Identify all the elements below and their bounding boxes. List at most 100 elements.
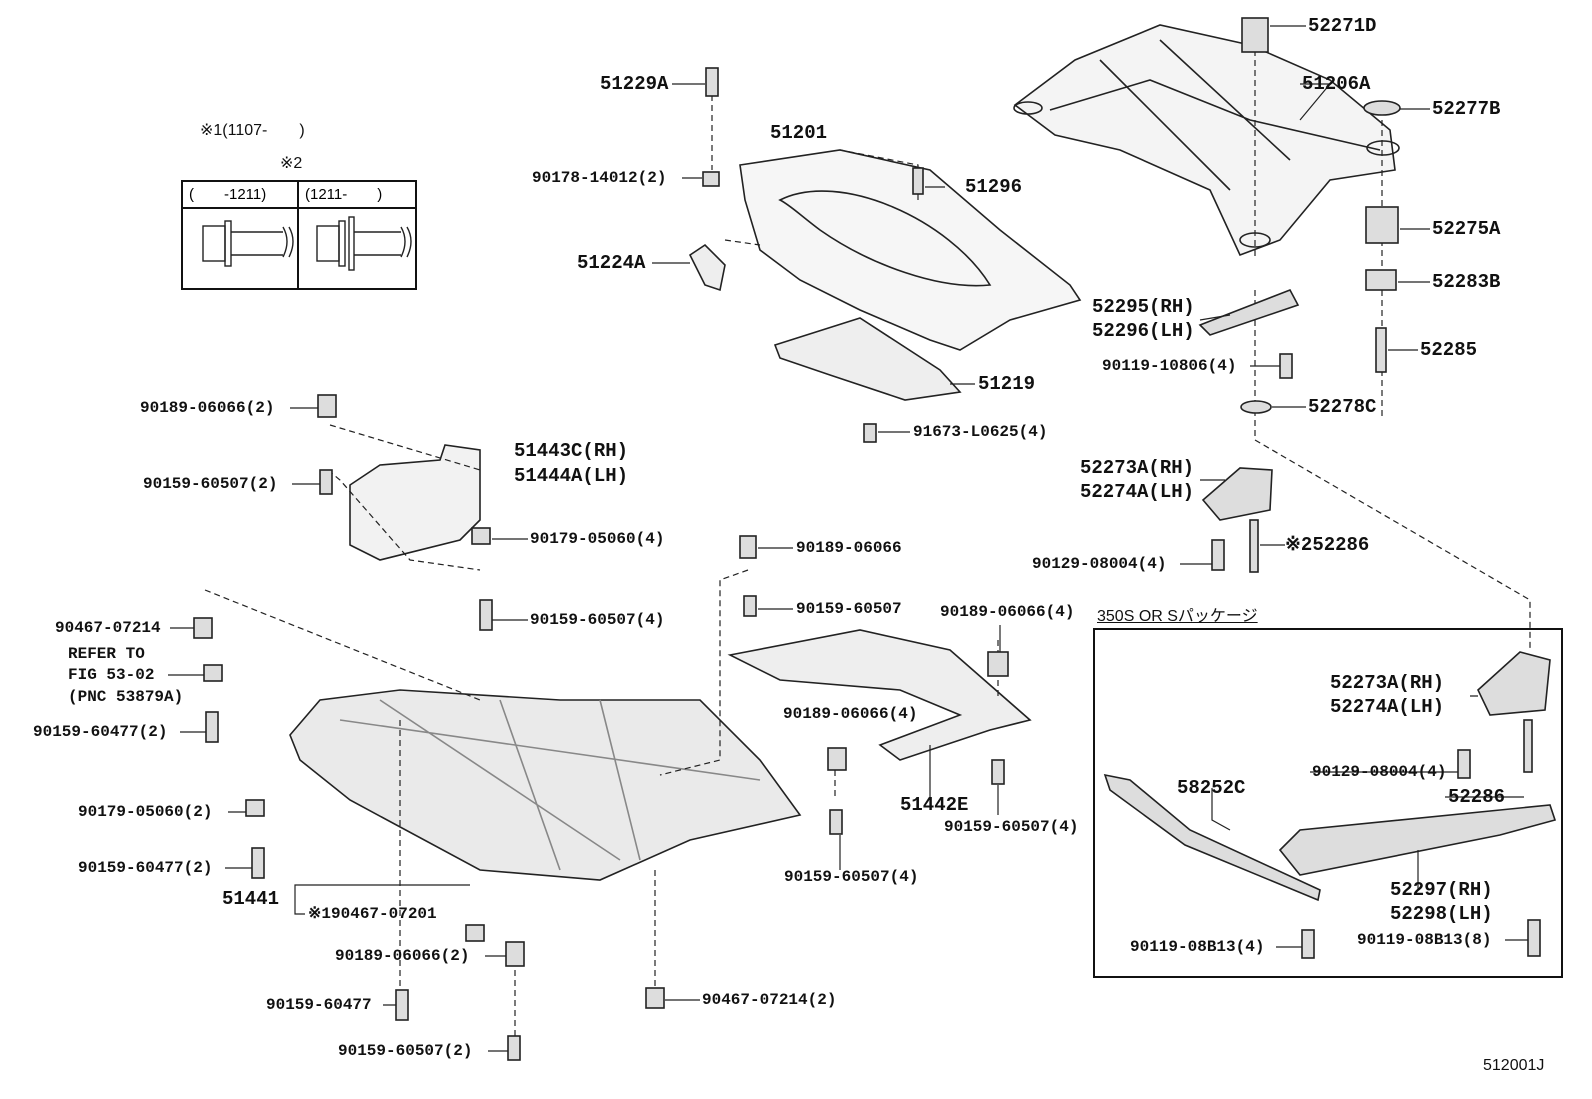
callout-51229A[interactable]: 51229A: [600, 73, 669, 95]
bolt-90119-10806: [1279, 353, 1293, 379]
bolt-90159i: [507, 1035, 521, 1061]
fig-note-2: ※2: [280, 155, 303, 172]
callout-90179-05060-a[interactable]: 90179-05060(4): [530, 530, 665, 548]
callout-90159-60477-a[interactable]: 90159-60477(2): [33, 723, 168, 741]
callout-90159-60507-c[interactable]: 90159-60507: [796, 600, 902, 618]
brace-58252C: [1103, 773, 1321, 902]
box-callout-52286[interactable]: 52286: [1448, 786, 1506, 808]
callout-90467-07201[interactable]: ※190467-07201: [308, 905, 437, 923]
callout-90189-06066-b[interactable]: 90189-06066: [796, 539, 902, 557]
callout-90189-06066-c[interactable]: 90189-06066(4): [940, 603, 1075, 621]
bolt-90159e: [991, 759, 1005, 785]
bolt-90159d: [205, 711, 219, 743]
callout-51442E[interactable]: 51442E: [900, 794, 969, 816]
box-callout-58252C[interactable]: 58252C: [1177, 777, 1246, 799]
callout-52285[interactable]: 52285: [1420, 339, 1478, 361]
box-callout-90119-08B13-b[interactable]: 90119-08B13(8): [1357, 931, 1492, 949]
refer-line-2[interactable]: FIG 53-02: [68, 666, 155, 684]
callout-51441[interactable]: 51441: [222, 888, 280, 910]
callout-52296[interactable]: 52296(LH): [1092, 320, 1195, 342]
bolt-90159f: [251, 847, 265, 879]
callout-90189-06066-e[interactable]: 90189-06066(2): [335, 947, 470, 965]
washer-52278C: [1240, 400, 1272, 414]
col-left-header: ( -1211): [183, 182, 299, 209]
stopper-52277B: [1363, 100, 1401, 116]
callout-52275A[interactable]: 52275A: [1432, 218, 1501, 240]
clip-90189b: [739, 535, 757, 559]
box-callout-52298[interactable]: 52298(LH): [1390, 903, 1493, 925]
bolt-90159h: [395, 989, 409, 1021]
undercover-51442E: [727, 629, 1032, 761]
callout-90179-05060-b[interactable]: 90179-05060(2): [78, 803, 213, 821]
box-callout-90119-08B13-a[interactable]: 90119-08B13(4): [1130, 938, 1265, 956]
callout-90159-60507-b[interactable]: 90159-60507(4): [530, 611, 665, 629]
callout-90467-07214-b[interactable]: 90467-07214(2): [702, 991, 837, 1009]
mount-box-52273A: [1477, 651, 1551, 716]
clip-90189d: [827, 747, 847, 771]
bolt-51296: [912, 167, 924, 195]
bracket-51224A: [688, 243, 726, 292]
box-callout-52297[interactable]: 52297(RH): [1390, 879, 1493, 901]
clip-90467b: [465, 924, 485, 942]
bolt-variant-table: ( -1211) (1211- ): [181, 180, 417, 290]
clip-90189c: [987, 651, 1009, 677]
diagram-id: 512001J: [1483, 1057, 1545, 1074]
callout-52283B[interactable]: 52283B: [1432, 271, 1501, 293]
callout-51224A[interactable]: 51224A: [577, 252, 646, 274]
bolt-90159b: [479, 599, 493, 631]
bolt-90159g: [829, 809, 843, 835]
callout-90159-60507-d[interactable]: 90159-60507(4): [944, 818, 1079, 836]
callout-52277B[interactable]: 52277B: [1432, 98, 1501, 120]
callout-90189-06066-a[interactable]: 90189-06066(2): [140, 399, 275, 417]
bolt-box-90129: [1457, 749, 1471, 779]
refer-line-1: REFER TO: [68, 645, 145, 663]
box-callout-52274A[interactable]: 52274A(LH): [1330, 696, 1445, 718]
callout-91673-L0625[interactable]: 91673-L0625(4): [913, 423, 1048, 441]
bolt-90129: [1211, 539, 1225, 571]
callout-90178-14012[interactable]: 90178-14012(2): [532, 169, 667, 187]
callout-52286[interactable]: ※252286: [1285, 534, 1370, 556]
callout-51201[interactable]: 51201: [770, 122, 828, 144]
bushing-52275A: [1365, 206, 1399, 244]
callout-90159-60477-b[interactable]: 90159-60477(2): [78, 859, 213, 877]
callout-90129-08004[interactable]: 90129-08004(4): [1032, 555, 1167, 573]
callout-52274A[interactable]: 52274A(LH): [1080, 481, 1195, 503]
callout-51296[interactable]: 51296: [965, 176, 1023, 198]
callout-51206A[interactable]: 51206A: [1302, 73, 1371, 95]
box-callout-52273A[interactable]: 52273A(RH): [1330, 672, 1445, 694]
callout-52271D[interactable]: 52271D: [1308, 15, 1377, 37]
col-right-header: (1211- ): [299, 182, 415, 209]
rear-subframe-51206A: [1013, 24, 1396, 257]
callout-51443C[interactable]: 51443C(RH): [514, 440, 629, 462]
callout-51444A[interactable]: 51444A(LH): [514, 465, 629, 487]
brace-51219: [773, 317, 962, 401]
bolt-90159a: [319, 469, 333, 495]
bolt-90159c: [743, 595, 757, 617]
refer-line-3: (PNC 53879A): [68, 688, 184, 706]
clip-90467a: [193, 617, 213, 639]
callout-52278C[interactable]: 52278C: [1308, 396, 1377, 418]
variant-box-title: 350S OR Sパッケージ: [1097, 608, 1258, 625]
variant-box: [1093, 628, 1563, 978]
clip-90467c: [645, 987, 665, 1009]
nut-90179b: [245, 799, 265, 817]
bushing-52283B: [1365, 269, 1397, 291]
bushing-52271D: [1241, 17, 1269, 53]
bolt-91673: [863, 423, 877, 443]
box-callout-90129-08004[interactable]: 90129-08004(4): [1312, 763, 1447, 781]
callout-90159-60477-c[interactable]: 90159-60477: [266, 996, 372, 1014]
callout-51219[interactable]: 51219: [978, 373, 1036, 395]
callout-90467-07214-a[interactable]: 90467-07214: [55, 619, 161, 637]
callout-90189-06066-d[interactable]: 90189-06066(4): [783, 705, 918, 723]
callout-52295[interactable]: 52295(RH): [1092, 296, 1195, 318]
callout-90159-60507-e[interactable]: 90159-60507(4): [784, 868, 919, 886]
callout-90119-10806[interactable]: 90119-10806(4): [1102, 357, 1237, 375]
clip-90189e: [505, 941, 525, 967]
callout-90159-60507-a[interactable]: 90159-60507(2): [143, 475, 278, 493]
bolt-box-90119b: [1527, 919, 1541, 957]
callout-52273A[interactable]: 52273A(RH): [1080, 457, 1195, 479]
nut-90179a: [471, 527, 491, 545]
callout-90159-60507-f[interactable]: 90159-60507(2): [338, 1042, 473, 1060]
bolt-box-52286: [1523, 719, 1533, 773]
